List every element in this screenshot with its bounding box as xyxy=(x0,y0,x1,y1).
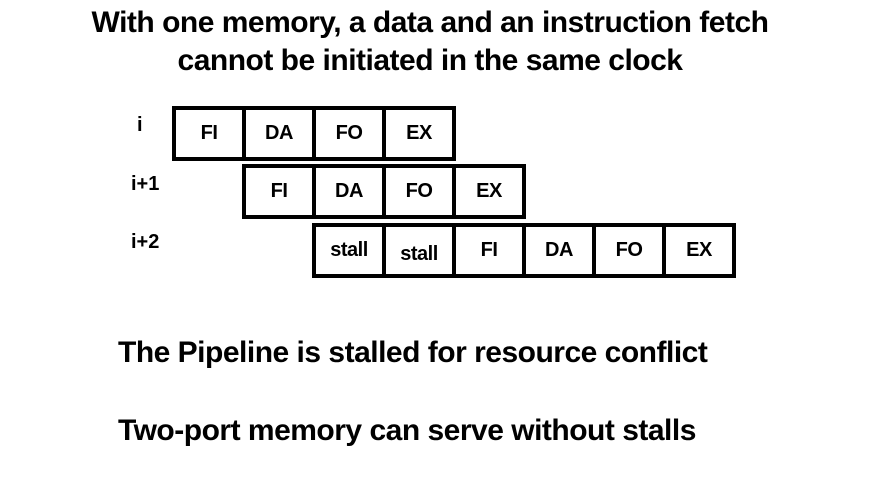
stage-cell-i1-da: DA xyxy=(316,168,386,215)
row-label-i1: i+1 xyxy=(131,173,160,195)
stage-cell-i2-fi: FI xyxy=(456,227,526,274)
stage-cell-i1-ex: EX xyxy=(476,180,502,202)
pipeline-row-i1: FI DA FO EX xyxy=(242,164,526,219)
stage-cell-i2-fo: FO xyxy=(596,227,666,274)
stage-cell-i-fo: FO xyxy=(316,110,386,157)
pipeline-row-i2: stall stall FI DA FO EX xyxy=(312,223,736,278)
stall-cell-2: stall xyxy=(386,227,456,274)
row-label-i2: i+2 xyxy=(131,231,160,253)
row-label-i: i xyxy=(137,114,143,136)
stage-cell-i1-fo: FO xyxy=(386,168,456,215)
stage-cell-i-fi: FI xyxy=(176,110,246,157)
slide-title-line-2: cannot be initiated in the same clock xyxy=(177,44,683,77)
stage-cell-i-da: DA xyxy=(246,110,316,157)
stage-cell-i-ex: EX xyxy=(406,122,432,144)
stall-cell-1: stall xyxy=(316,227,386,274)
stage-cell-i2-ex: EX xyxy=(686,239,712,261)
stage-cell-i2-da: DA xyxy=(526,227,596,274)
slide-title: With one memory, a data and an instructi… xyxy=(0,4,860,80)
note-resource-conflict: The Pipeline is stalled for resource con… xyxy=(118,336,708,369)
slide-title-line-1: With one memory, a data and an instructi… xyxy=(91,6,769,39)
pipeline-row-i: FI DA FO EX xyxy=(172,106,456,161)
stage-cell-i1-fi: FI xyxy=(246,168,316,215)
note-two-port-memory: Two-port memory can serve without stalls xyxy=(118,414,696,447)
